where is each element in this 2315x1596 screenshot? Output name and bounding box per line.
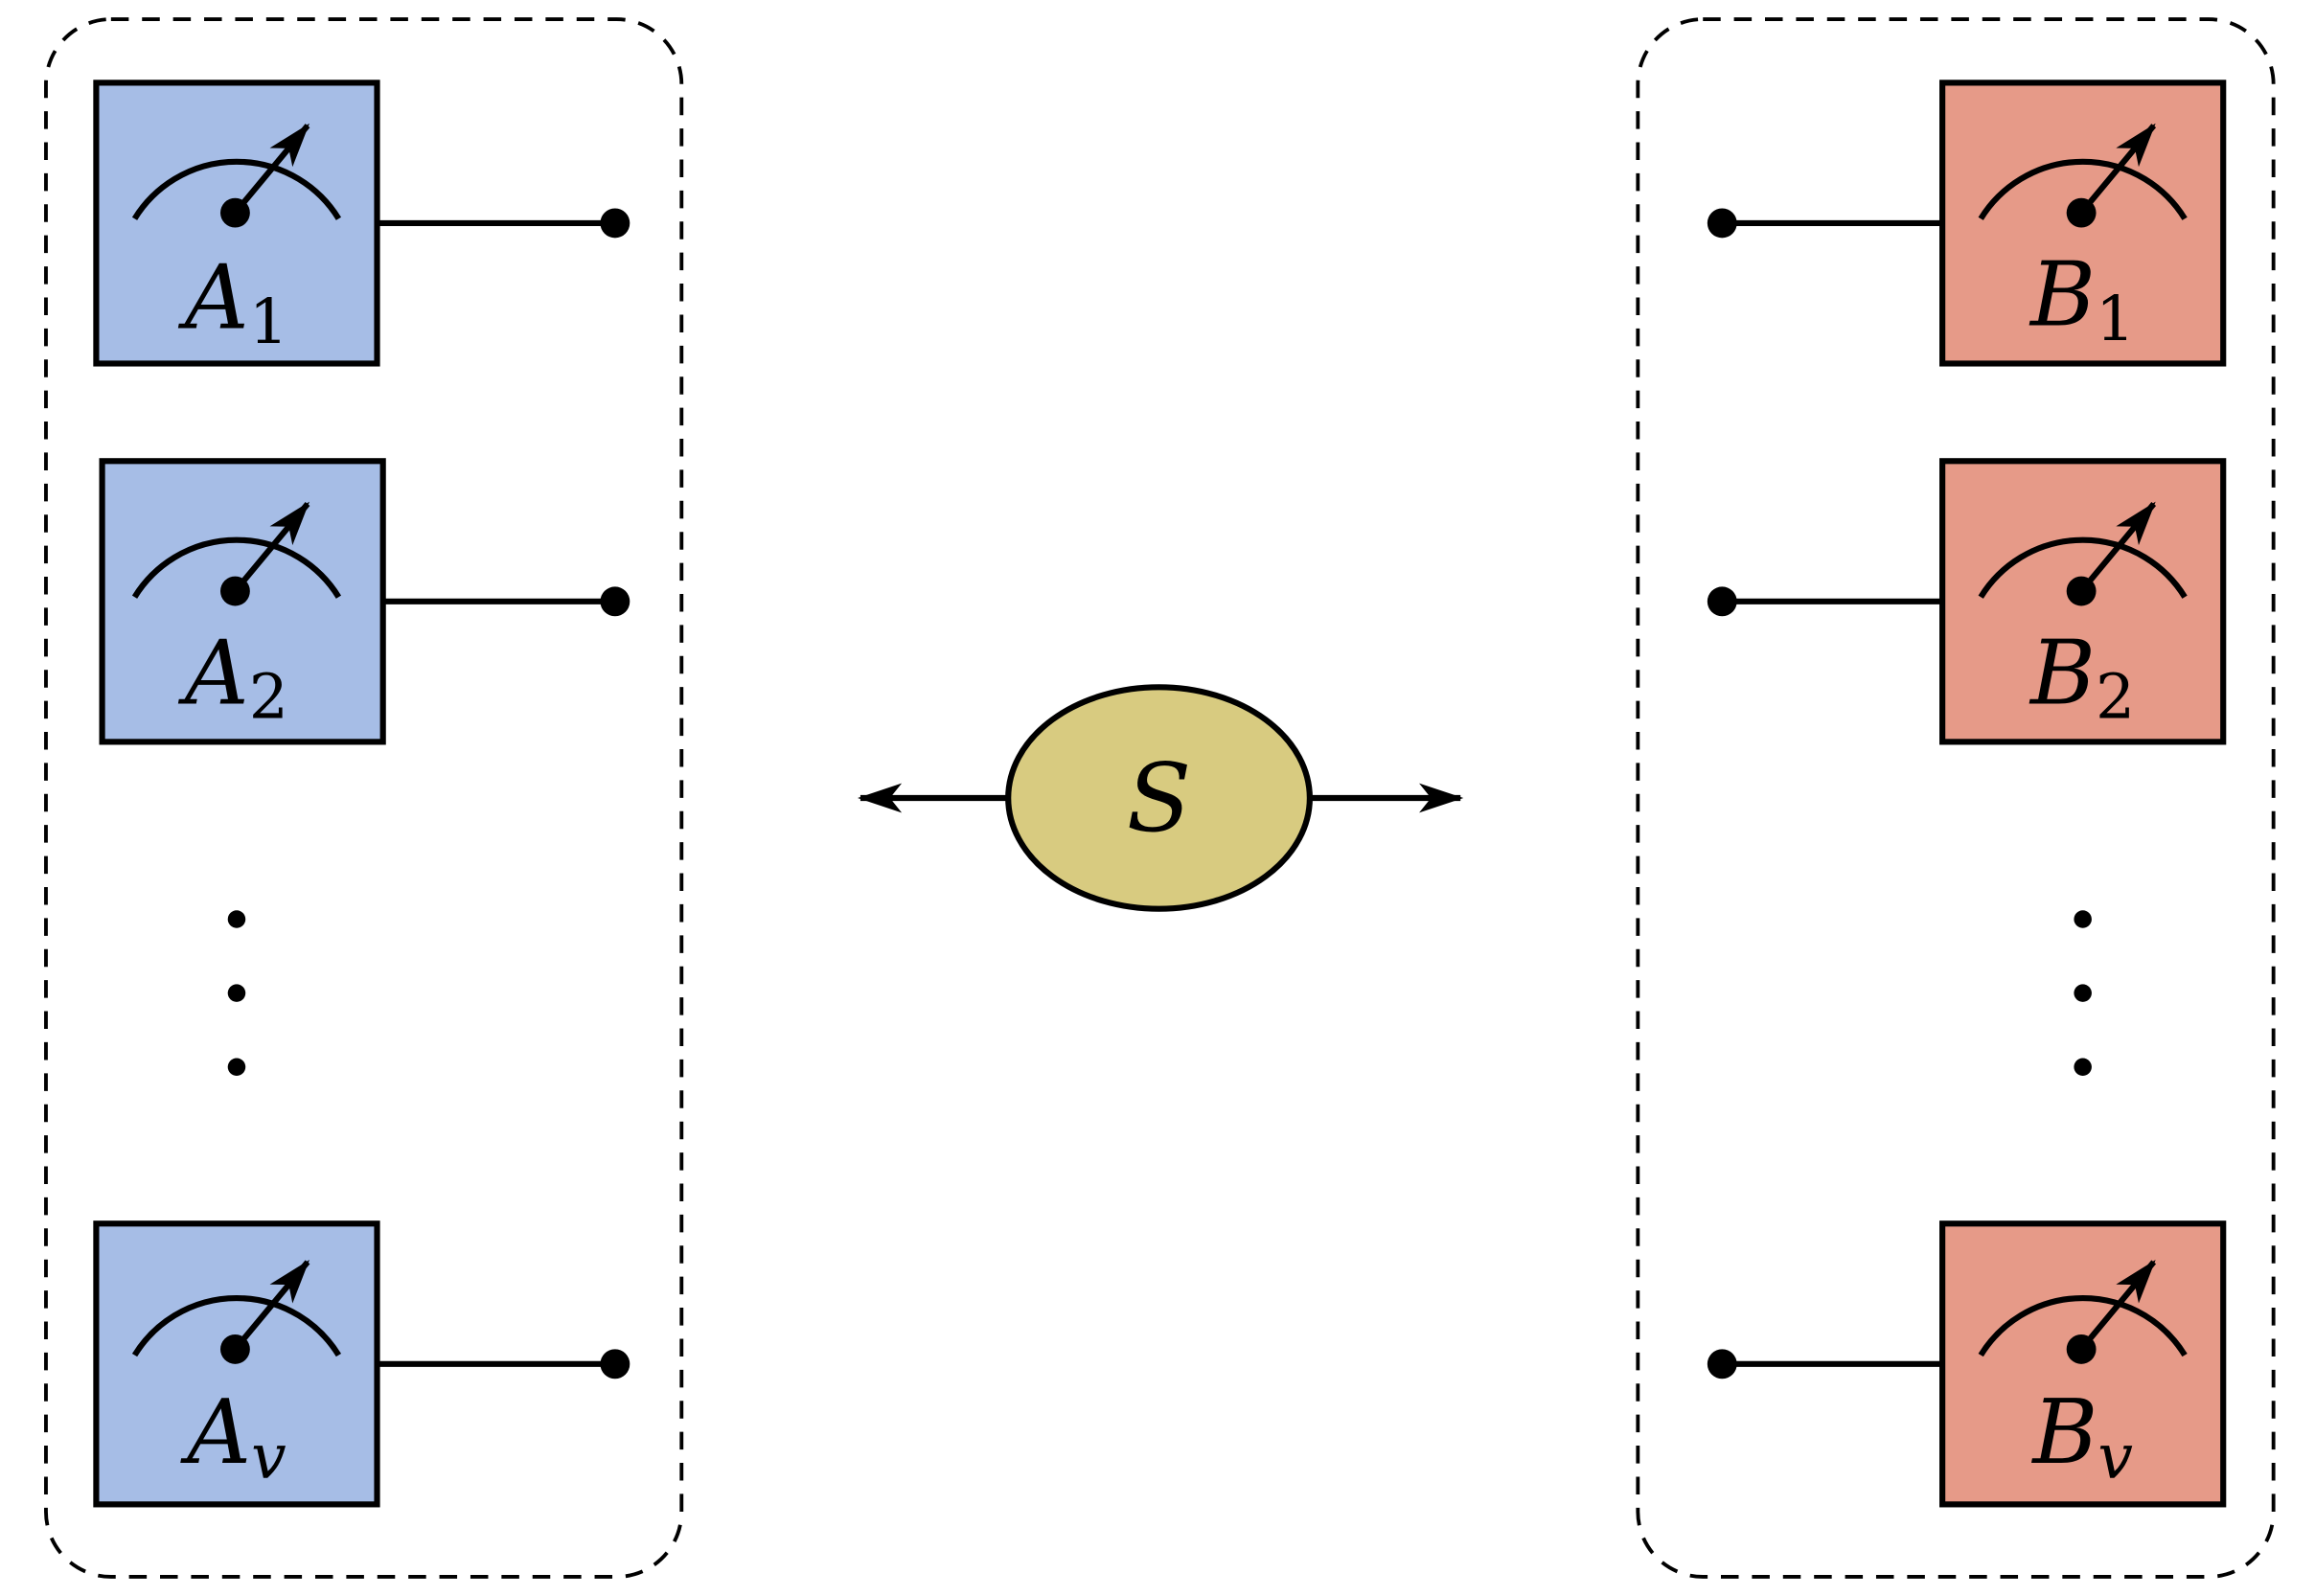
device-label: A1 (177, 245, 288, 357)
device-label: Av (179, 1380, 286, 1493)
source-label: S (1127, 743, 1192, 854)
device-b-1: B1 (1707, 80, 2227, 367)
device-a-v: Av (93, 1220, 630, 1508)
device-label: B1 (2028, 242, 2135, 354)
party-b-group (1636, 17, 2276, 1579)
device-b-2: B2 (1707, 458, 2227, 745)
source: S (857, 684, 1464, 912)
source-ellipse (1005, 684, 1313, 912)
device-a-1: A1 (93, 80, 630, 367)
device-label: A2 (177, 621, 288, 733)
device-b-v: Bv (1707, 1220, 2227, 1508)
meter-gauge-icon (1978, 501, 2188, 606)
party-a-group (44, 17, 684, 1579)
meter-gauge-icon (1978, 123, 2188, 228)
device-label: B2 (2028, 621, 2135, 733)
ellipsis-dots-b (2074, 910, 2092, 1077)
meter-gauge-icon (1978, 1260, 2188, 1364)
meter-gauge-icon (131, 1260, 342, 1364)
meter-gauge-icon (131, 501, 342, 606)
device-a-2: A2 (99, 458, 630, 745)
device-label: Bv (2030, 1380, 2133, 1493)
meter-gauge-icon (131, 123, 342, 228)
ellipsis-dots-a (227, 910, 246, 1077)
